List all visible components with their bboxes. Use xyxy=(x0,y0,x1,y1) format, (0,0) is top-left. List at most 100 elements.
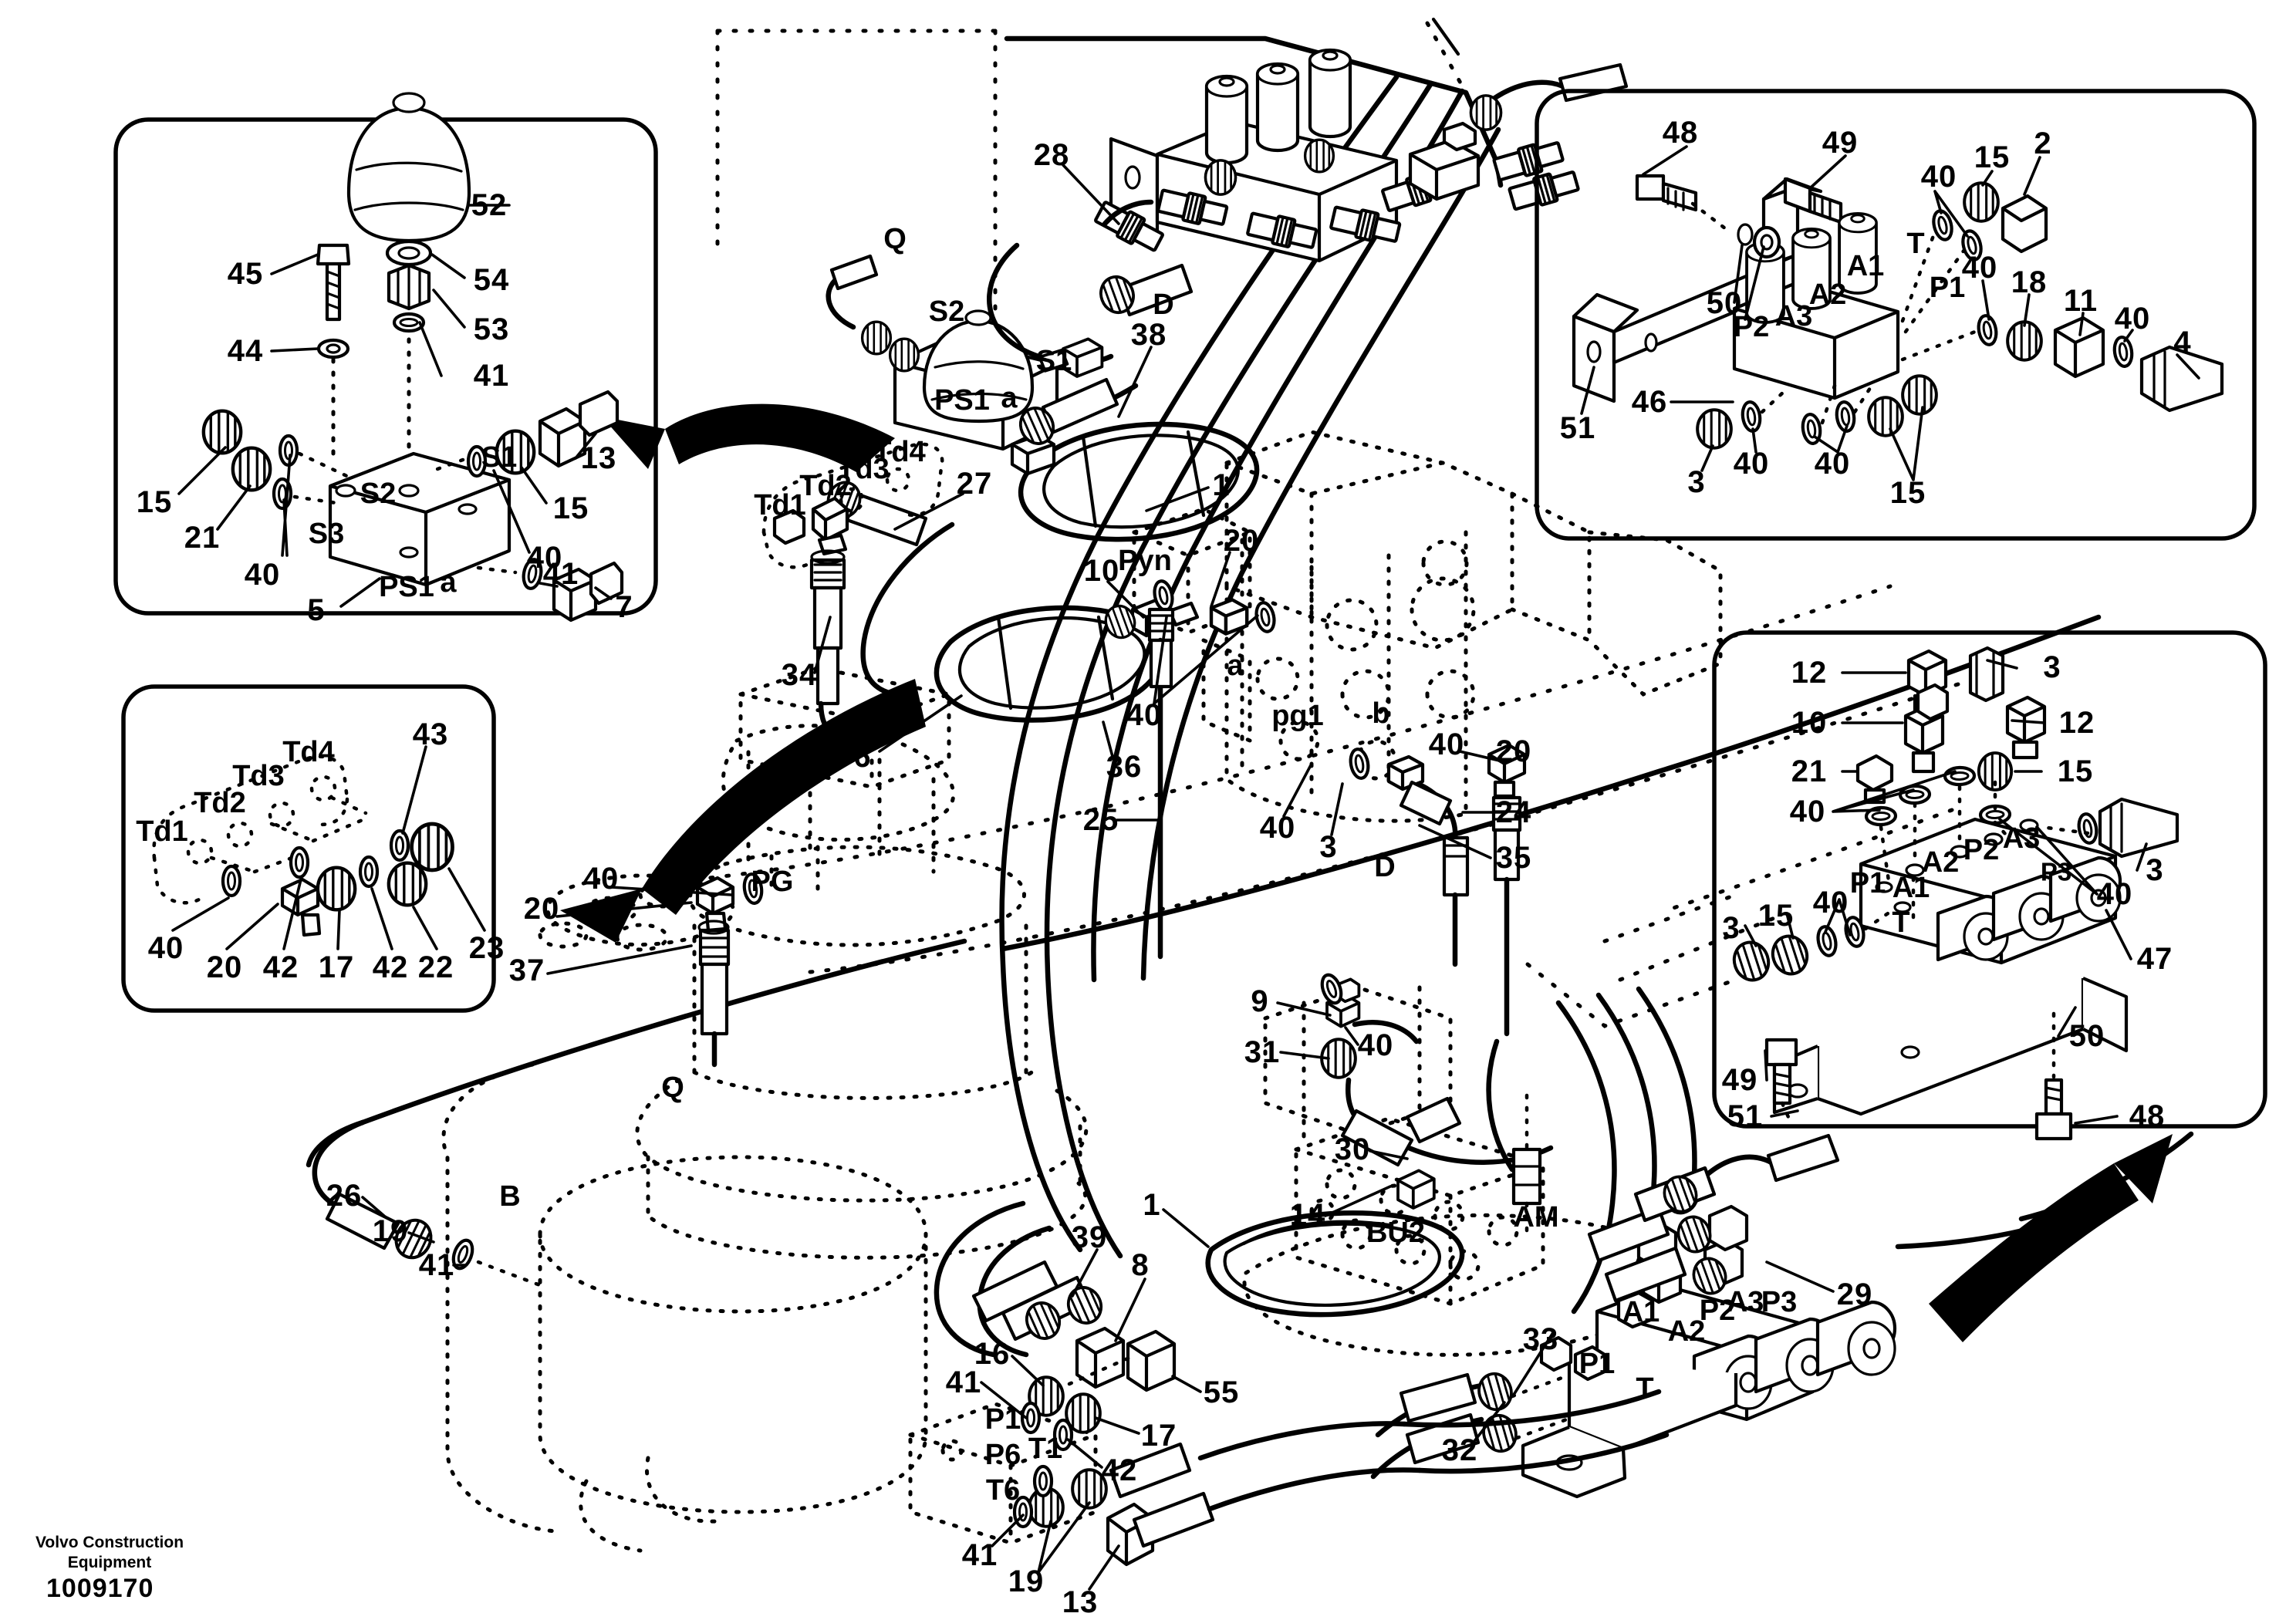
callout-number: 13 xyxy=(1062,1585,1099,1619)
port-label: AM xyxy=(1513,1201,1559,1234)
port-label: P1 xyxy=(984,1403,1021,1436)
callout-number: 40 xyxy=(1259,811,1296,845)
port-label: P1 xyxy=(1578,1348,1616,1380)
callout-number: 40 xyxy=(1126,698,1163,732)
callout-number: 17 xyxy=(318,950,355,984)
brand-line-2: Equipment xyxy=(67,1554,152,1572)
callout-number: 49 xyxy=(1721,1063,1758,1097)
callout-number: 20 xyxy=(1223,524,1260,558)
callout-number: 3 xyxy=(2146,853,2164,887)
callout-number: 1 xyxy=(1212,468,1231,502)
callout-number: 25 xyxy=(1082,803,1119,837)
callout-number: 40 xyxy=(2096,877,2133,911)
port-label: Q xyxy=(883,223,907,255)
callout-number: 39 xyxy=(1071,1220,1108,1254)
callout-number: 47 xyxy=(2136,942,2173,976)
callout-number: 17 xyxy=(1140,1419,1177,1453)
callout-number: 45 xyxy=(227,257,264,291)
port-label: A1 xyxy=(1892,872,1930,904)
port-label: P2 xyxy=(1963,834,2000,866)
port-label: Td2 xyxy=(799,470,852,502)
callout-number: 46 xyxy=(1631,385,1668,419)
port-label: P2 xyxy=(1733,311,1770,343)
callout-number: 9 xyxy=(1251,984,1269,1018)
port-label: Td3 xyxy=(837,453,890,485)
callout-number: 38 xyxy=(1130,318,1167,352)
port-label: Td4 xyxy=(873,436,926,468)
callout-number: 48 xyxy=(1662,116,1699,150)
port-label: A2 xyxy=(1921,846,1960,879)
callout-number: 40 xyxy=(1812,886,1849,920)
callout-number: 21 xyxy=(184,521,221,555)
callout-number: 40 xyxy=(1789,795,1826,829)
callout-number: 6 xyxy=(853,740,872,774)
port-label: D xyxy=(1153,289,1174,321)
callout-number: 35 xyxy=(1495,841,1532,875)
callout-number: 21 xyxy=(1791,754,1828,788)
callout-number: 28 xyxy=(1033,138,1070,172)
port-label: D xyxy=(1374,851,1396,883)
callout-number: 44 xyxy=(227,334,264,368)
callout-number: 11 xyxy=(2063,284,2098,318)
port-label: pg1 xyxy=(1271,700,1324,732)
callout-number: 30 xyxy=(1334,1132,1371,1166)
callout-number: 27 xyxy=(956,467,993,501)
callout-number: 40 xyxy=(582,862,620,896)
callout-number: 1 xyxy=(1143,1188,1161,1222)
callout-number: 52 xyxy=(471,188,508,222)
port-label: Pyn xyxy=(1118,545,1172,577)
callout-number: 15 xyxy=(1974,140,2011,174)
port-label: BU2 xyxy=(1366,1217,1426,1249)
callout-number: 24 xyxy=(1495,795,1532,829)
port-label: b xyxy=(1372,697,1390,730)
callout-number: 43 xyxy=(412,717,449,751)
port-label: A1 xyxy=(1622,1296,1660,1328)
callout-number: 19 xyxy=(372,1214,409,1248)
port-label: PG xyxy=(751,866,794,898)
callout-number: 40 xyxy=(1814,447,1851,481)
callout-number: 51 xyxy=(1559,411,1596,445)
port-label: Q xyxy=(661,1072,684,1104)
callout-number: 40 xyxy=(526,541,563,575)
callout-number: 37 xyxy=(508,953,545,987)
callout-number: 40 xyxy=(1357,1028,1394,1062)
port-label: T xyxy=(1892,906,1910,939)
callout-number: 50 xyxy=(1706,286,1743,320)
callout-number: 12 xyxy=(1791,656,1828,690)
callout-number: 15 xyxy=(552,491,589,525)
callout-number: 20 xyxy=(206,950,243,984)
callout-number: 8 xyxy=(1131,1248,1150,1282)
callout-number: 36 xyxy=(1106,750,1143,784)
port-label: T6 xyxy=(985,1474,1021,1507)
port-label: A3 xyxy=(2002,822,2041,855)
port-label: A3 xyxy=(1774,300,1813,332)
callout-number: 55 xyxy=(1203,1375,1240,1409)
port-label: Td2 xyxy=(194,787,246,819)
brand-name: Volvo Construction Equipment xyxy=(17,1533,202,1574)
callout-number: 41 xyxy=(961,1538,998,1572)
port-label: S1 xyxy=(481,441,518,474)
port-label: Td3 xyxy=(232,760,285,792)
callout-number: 54 xyxy=(473,263,510,297)
port-label: PS1 xyxy=(379,571,434,603)
callout-number: 42 xyxy=(262,950,299,984)
port-label: P1 xyxy=(1929,272,1966,304)
port-label: S3 xyxy=(308,518,345,550)
port-label: a xyxy=(1001,382,1018,414)
callout-number: 42 xyxy=(372,950,409,984)
callout-number: 14 xyxy=(1289,1198,1326,1232)
port-label: A1 xyxy=(1846,250,1885,282)
port-label: T xyxy=(1906,228,1925,260)
callout-number: 15 xyxy=(136,485,173,519)
callout-number: 10 xyxy=(1791,706,1828,740)
port-label: a xyxy=(1227,650,1244,682)
callout-number: 16 xyxy=(974,1337,1011,1371)
port-label: PS1 xyxy=(934,384,990,417)
port-label: S2 xyxy=(928,295,965,328)
callout-number: 32 xyxy=(1441,1433,1478,1467)
drawing-number: 1009170 xyxy=(46,1574,154,1603)
callout-number: 15 xyxy=(1757,899,1795,933)
callout-number: 26 xyxy=(326,1179,363,1213)
callout-number: 23 xyxy=(468,931,505,965)
callout-number: 33 xyxy=(1522,1322,1559,1356)
